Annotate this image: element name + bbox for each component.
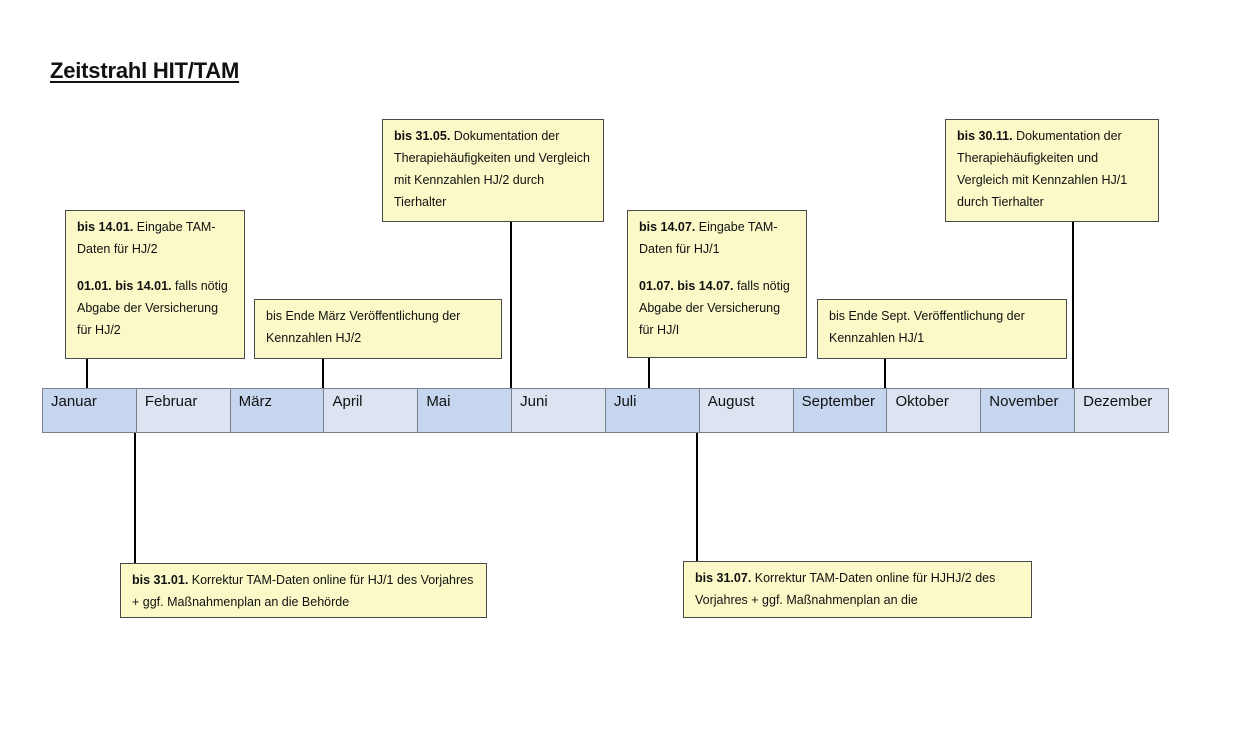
note-doku-hj1: bis 30.11. Dokumentation der Therapiehäu… <box>945 119 1159 222</box>
month-cell: Dezember <box>1075 389 1168 432</box>
note-text: Eingabe TAM-Daten für HJ/1 <box>639 220 778 256</box>
note-paragraph: bis Ende März Veröffentlichung der Kennz… <box>266 305 491 349</box>
note-paragraph: bis 30.11. Dokumentation der Therapiehäu… <box>957 125 1148 213</box>
connector-kennzahlen-hj1 <box>884 358 886 400</box>
note-date: bis 14.01. <box>77 220 134 234</box>
month-cell: September <box>793 389 888 432</box>
note-paragraph: bis 14.07. Eingabe TAM-Daten für HJ/1 <box>639 216 796 260</box>
note-paragraph: bis 31.01. Korrektur TAM-Daten online fü… <box>132 569 476 613</box>
page-title: Zeitstrahl HIT/TAM <box>50 58 240 83</box>
note-paragraph: 01.07. bis 14.07. falls nötig Abgabe der… <box>639 275 796 341</box>
note-kennzahlen-hj2: bis Ende März Veröffentlichung der Kennz… <box>254 299 502 359</box>
note-text: falls nötig Abgabe der Versicherung für … <box>639 279 790 337</box>
connector-doku-hj2 <box>510 221 512 388</box>
month-cell: November <box>981 389 1076 432</box>
note-paragraph: 01.01. bis 14.01. falls nötig Abgabe der… <box>77 275 234 341</box>
note-korrektur-jul: bis 31.07. Korrektur TAM-Daten online fü… <box>683 561 1032 618</box>
note-text: Korrektur TAM-Daten online für HJHJ/2 de… <box>695 571 996 607</box>
month-timeline: Januar Februar März April Mai Juni Juli … <box>42 388 1169 433</box>
connector-korrektur-jul <box>696 433 698 562</box>
note-date: bis 31.07. <box>695 571 752 585</box>
note-paragraph: bis 31.07. Korrektur TAM-Daten online fü… <box>695 567 1021 611</box>
month-cell: Juni <box>512 389 606 432</box>
connector-korrektur-jan <box>134 433 136 564</box>
month-cell: Mai <box>418 389 513 432</box>
connector-eingabe-hj2 <box>86 358 88 388</box>
connector-eingabe-hj1 <box>648 357 650 388</box>
note-date: bis 30.11. <box>957 129 1013 143</box>
note-paragraph: bis 14.01. Eingabe TAM-Daten für HJ/2 <box>77 216 234 260</box>
note-date: bis 31.05. <box>394 129 451 143</box>
connector-doku-hj1 <box>1072 221 1074 388</box>
month-cell: Januar <box>43 389 137 432</box>
note-kennzahlen-hj1: bis Ende Sept. Veröffentlichung der Kenn… <box>817 299 1067 359</box>
month-cell: Oktober <box>887 389 982 432</box>
month-cell: März <box>230 389 325 432</box>
note-date: bis 31.01. <box>132 573 189 587</box>
note-korrektur-jan: bis 31.01. Korrektur TAM-Daten online fü… <box>120 563 487 618</box>
note-text: Dokumentation der Therapiehäufigkeiten u… <box>394 129 590 209</box>
month-cell: August <box>699 389 794 432</box>
note-text: Dokumentation der Therapiehäufigkeiten u… <box>957 129 1128 209</box>
note-doku-hj2: bis 31.05. Dokumentation der Therapiehäu… <box>382 119 604 222</box>
note-eingabe-hj1: bis 14.07. Eingabe TAM-Daten für HJ/1 01… <box>627 210 807 358</box>
note-date: bis 14.07. <box>639 220 696 234</box>
note-eingabe-hj2: bis 14.01. Eingabe TAM-Daten für HJ/2 01… <box>65 210 245 359</box>
connector-kennzahlen-hj2 <box>322 358 324 400</box>
month-cell: Juli <box>605 389 700 432</box>
note-text: bis Ende Sept. Veröffentlichung der Kenn… <box>829 309 1025 345</box>
note-date: 01.07. bis 14.07. <box>639 279 734 293</box>
note-paragraph: bis Ende Sept. Veröffentlichung der Kenn… <box>829 305 1056 349</box>
note-paragraph: bis 31.05. Dokumentation der Therapiehäu… <box>394 125 593 213</box>
note-text: Eingabe TAM-Daten für HJ/2 <box>77 220 216 256</box>
note-text: falls nötig Abgabe der Versicherung für … <box>77 279 228 337</box>
month-cell: April <box>324 389 419 432</box>
note-text: Korrektur TAM-Daten online für HJ/1 des … <box>132 573 474 609</box>
note-date: 01.01. bis 14.01. <box>77 279 172 293</box>
note-text: bis Ende März Veröffentlichung der Kennz… <box>266 309 461 345</box>
month-cell: Februar <box>136 389 231 432</box>
